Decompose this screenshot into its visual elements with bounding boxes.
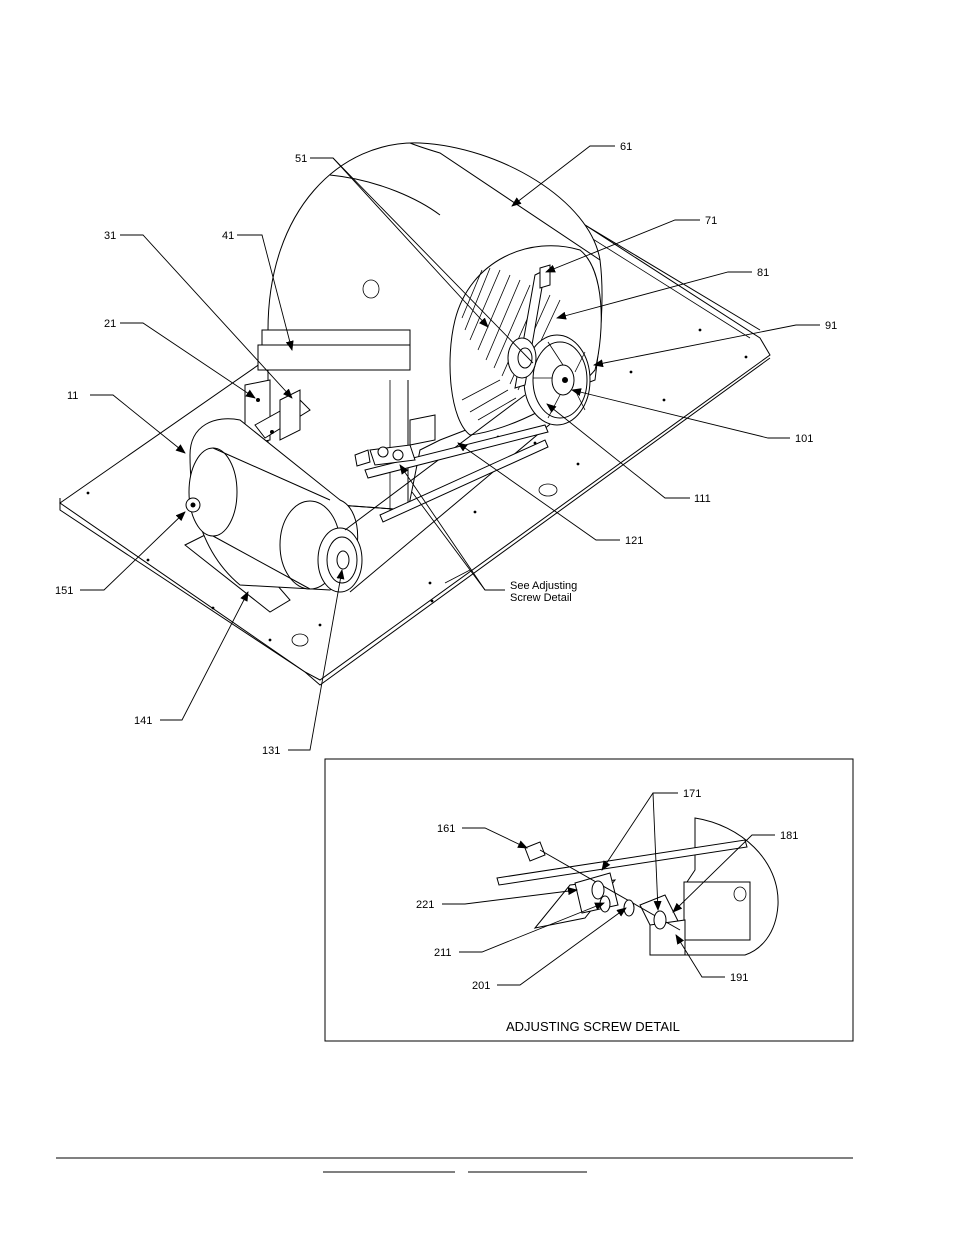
- callout-111: 111: [694, 493, 711, 505]
- footer-rules: [56, 1157, 853, 1173]
- blower-pulley: [523, 334, 591, 426]
- detail-title: ADJUSTING SCREW DETAIL: [506, 1019, 680, 1034]
- detail-callout-labels: 161 171 181 191 201 211 221: [416, 788, 798, 992]
- callout-221: 221: [416, 899, 434, 911]
- callout-201: 201: [472, 980, 490, 992]
- callout-121: 121: [625, 535, 643, 547]
- callout-101: 101: [795, 433, 813, 445]
- callout-41: 41: [222, 230, 234, 242]
- callout-21: 21: [104, 318, 116, 330]
- callout-171: 171: [683, 788, 701, 800]
- callout-11: 11: [67, 390, 78, 402]
- adjusting-screw-detail: 161 171 181 191 201 211 221 ADJUSTING SC…: [324, 758, 854, 1042]
- callout-151: 151: [55, 585, 73, 597]
- callout-181: 181: [780, 830, 798, 842]
- callout-71: 71: [705, 215, 717, 227]
- callout-81: 81: [757, 267, 769, 279]
- belt: [344, 394, 556, 593]
- main-assembly-view: 11 21 31 41 51 61 71 81 91 101 111 121 1…: [55, 141, 837, 757]
- leader-lines: [80, 145, 820, 751]
- callout-31: 31: [104, 230, 116, 242]
- callout-61: 61: [620, 141, 632, 153]
- detail-frame: [324, 758, 854, 1042]
- motor: [185, 418, 359, 591]
- callout-labels: 11 21 31 41 51 61 71 81 91 101 111 121 1…: [55, 141, 837, 757]
- adjusting-rod: [354, 424, 549, 523]
- see-detail-line-2: Screw Detail: [510, 592, 572, 604]
- motor-pulley: [317, 527, 363, 593]
- callout-91: 91: [825, 320, 837, 332]
- callout-51: 51: [295, 153, 307, 165]
- see-detail-line-1: See Adjusting: [510, 580, 577, 592]
- callout-161: 161: [437, 823, 455, 835]
- callout-131: 131: [262, 745, 280, 757]
- detail-leader-lines: [442, 792, 775, 986]
- callout-141: 141: [134, 715, 152, 727]
- callout-211: 211: [434, 947, 452, 959]
- callout-191: 191: [730, 972, 748, 984]
